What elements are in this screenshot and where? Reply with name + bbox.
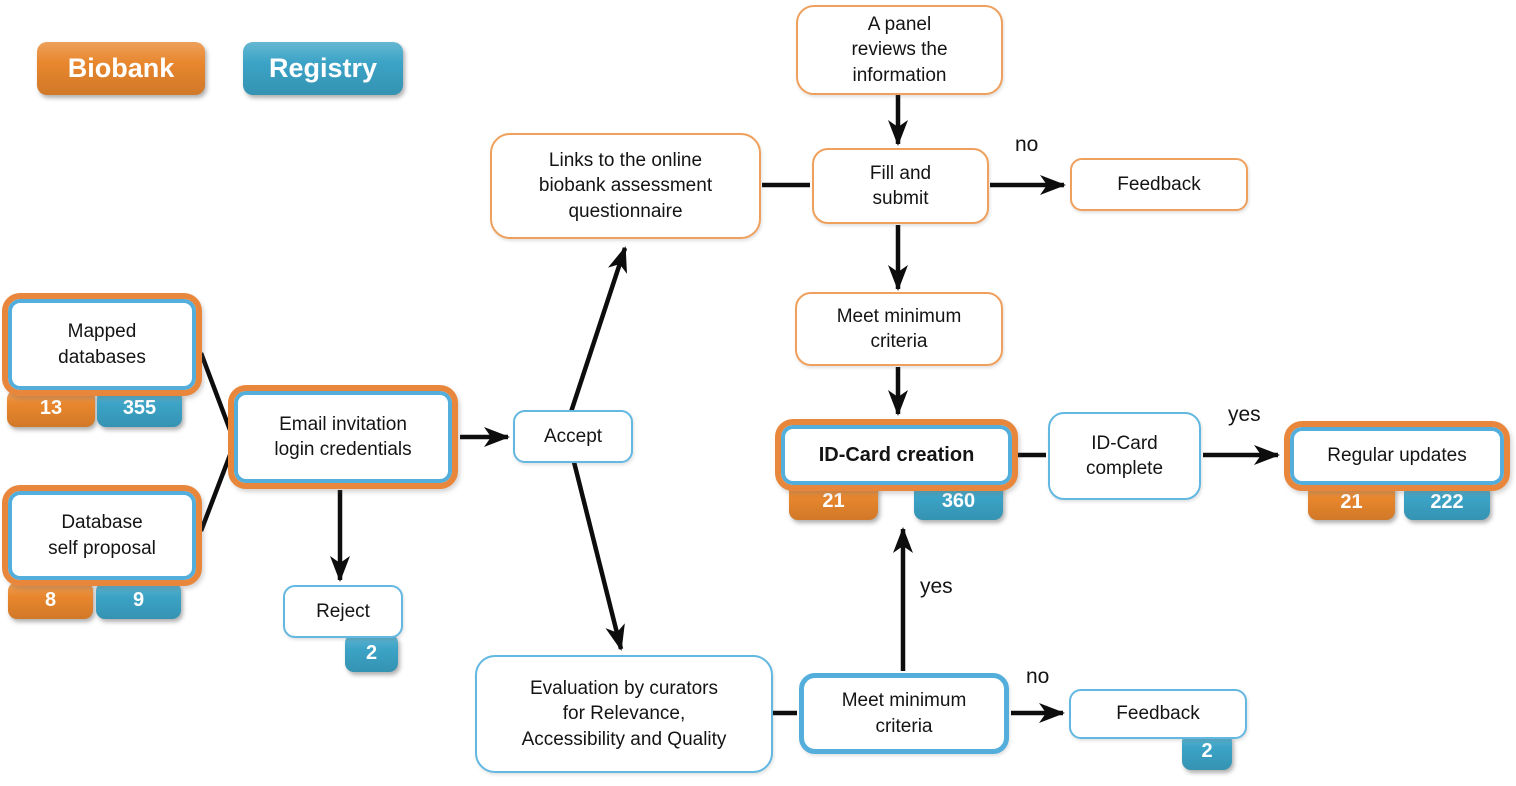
node-regular-updates: Regular updates xyxy=(1284,421,1510,491)
edge-label-no-bottom: no xyxy=(1026,665,1050,688)
badge-selfproposal-biobank-count: 8 xyxy=(8,582,93,619)
node-idcard-creation: ID-Card creation xyxy=(775,419,1018,491)
badge-selfproposal-registry-count: 9 xyxy=(96,582,181,619)
badge-reject-registry-count: 2 xyxy=(345,634,398,672)
node-mapped-databases: Mapped databases xyxy=(2,293,202,396)
connector-selfproposal-to-email xyxy=(198,454,233,532)
edge-label-no-top: no xyxy=(1015,133,1039,156)
node-feedback-bottom: Feedback xyxy=(1069,689,1247,739)
node-reject: Reject xyxy=(283,585,403,638)
legend-registry: Registry xyxy=(243,42,403,95)
badge-mapped-registry-count: 355 xyxy=(97,390,182,427)
node-email-invitation: Email invitation login credentials xyxy=(228,385,458,489)
node-database-self-proposal: Database self proposal xyxy=(2,485,202,586)
edge-label-yes-meet: yes xyxy=(920,575,953,598)
edge-label-yes-idcard: yes xyxy=(1228,403,1261,426)
badge-feedback-registry-count: 2 xyxy=(1182,733,1232,770)
legend-biobank: Biobank xyxy=(37,42,205,95)
arrow-accept-to-evaluation xyxy=(571,461,625,651)
node-fill-submit: Fill and submit xyxy=(812,148,989,224)
node-meet-min-top: Meet minimum criteria xyxy=(795,292,1003,366)
connector-mapped-to-email xyxy=(198,352,233,431)
node-questionnaire: Links to the online biobank assessment q… xyxy=(490,133,761,239)
badge-mapped-biobank-count: 13 xyxy=(7,390,95,427)
node-idcard-complete: ID-Card complete xyxy=(1048,412,1201,500)
node-feedback-top: Feedback xyxy=(1070,158,1248,211)
node-accept: Accept xyxy=(513,410,633,463)
node-evaluation: Evaluation by curators for Relevance, Ac… xyxy=(475,655,773,773)
arrow-accept-to-questionnaire xyxy=(568,246,628,413)
node-panel-reviews: A panel reviews the information xyxy=(796,5,1003,95)
node-meet-min-bottom: Meet minimum criteria xyxy=(799,673,1009,754)
